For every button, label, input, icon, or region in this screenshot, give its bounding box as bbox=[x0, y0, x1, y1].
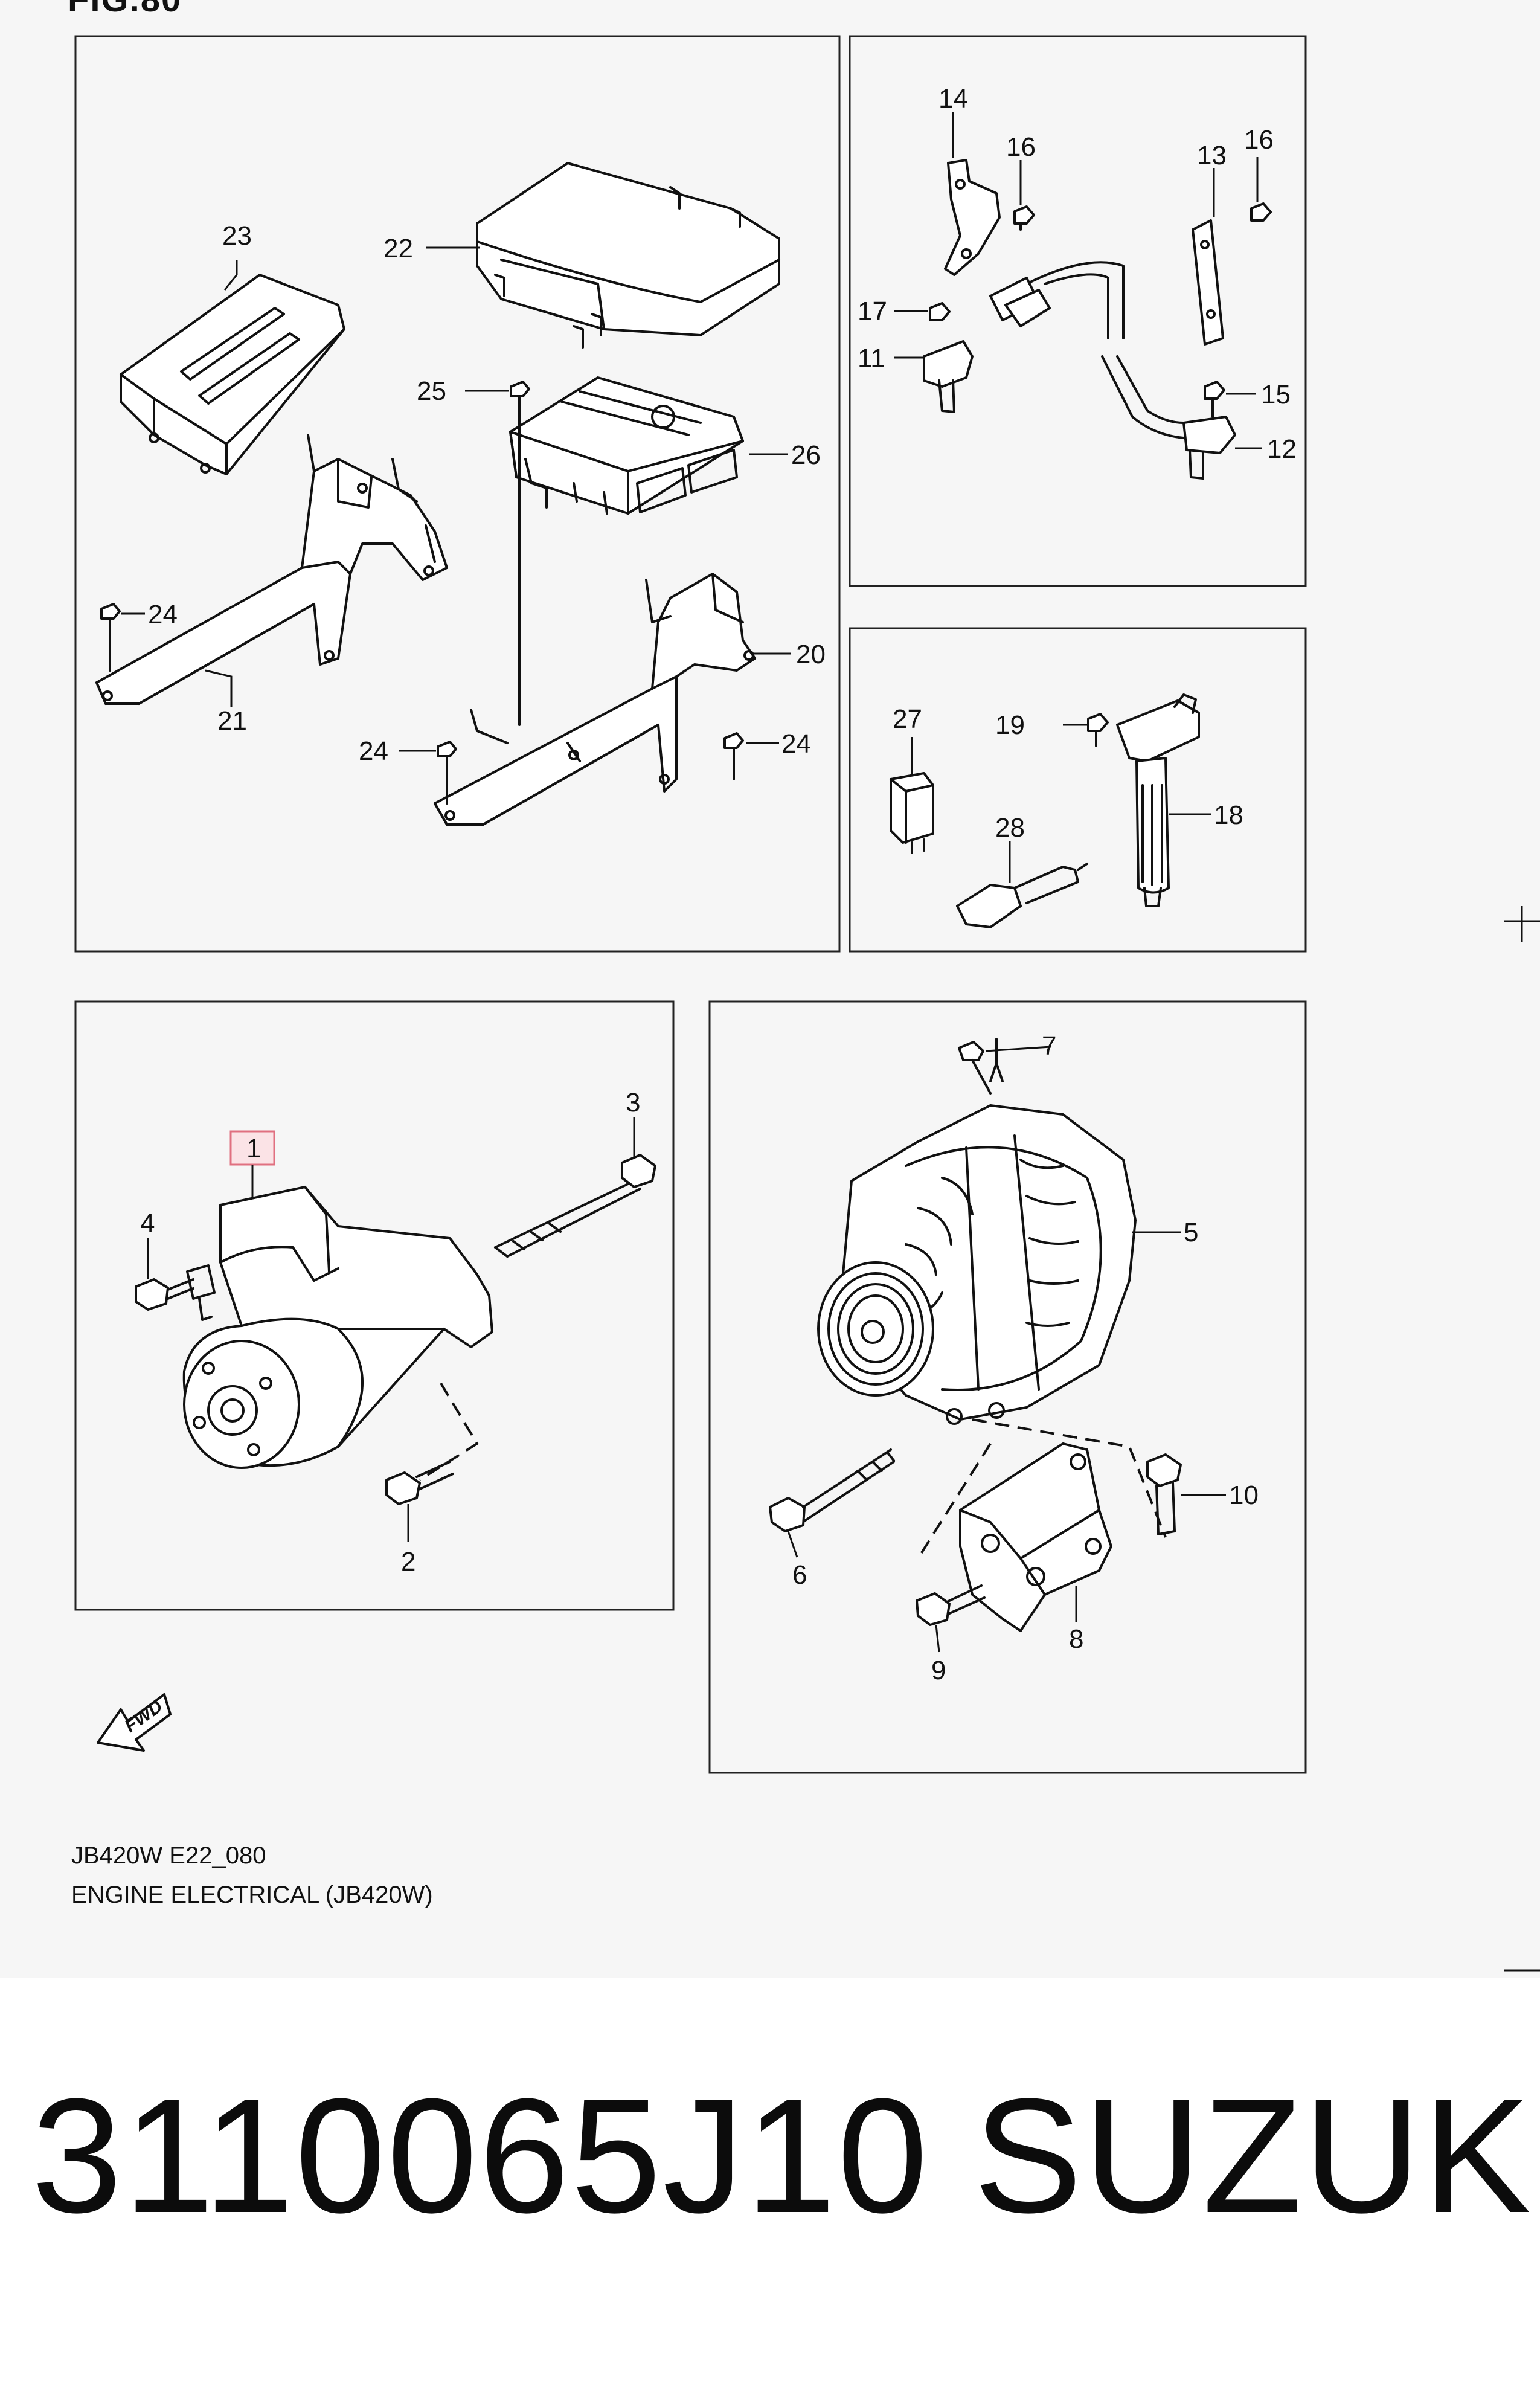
callout-6: 6 bbox=[792, 1560, 807, 1590]
bolt-25-drawing bbox=[510, 381, 530, 726]
callout-17: 17 bbox=[858, 297, 887, 326]
leader-9 bbox=[935, 1624, 940, 1653]
alternator-bracket-8-drawing bbox=[959, 1442, 1112, 1632]
relay-27-drawing bbox=[890, 772, 934, 854]
leader-23 bbox=[223, 260, 238, 291]
panel-sensors bbox=[849, 35, 1307, 587]
caption-band bbox=[0, 1978, 1540, 2392]
bracket-21-drawing bbox=[95, 434, 448, 705]
ignition-coil-18-drawing bbox=[1116, 693, 1200, 907]
edge-marks bbox=[1504, 906, 1540, 1972]
bolt-24-mid-drawing bbox=[437, 741, 457, 805]
leader-6 bbox=[787, 1531, 798, 1558]
callout-16a: 16 bbox=[1006, 132, 1036, 162]
callout-15: 15 bbox=[1261, 380, 1291, 410]
callout-4: 4 bbox=[140, 1209, 155, 1238]
starter-motor-drawing bbox=[182, 1186, 493, 1469]
connector-28-drawing bbox=[956, 863, 1088, 928]
callout-8: 8 bbox=[1069, 1624, 1083, 1654]
alternator-bolt-9-drawing bbox=[916, 1584, 986, 1626]
callout-14: 14 bbox=[938, 84, 968, 114]
bracket-20-drawing bbox=[434, 573, 756, 826]
bolt-19-drawing bbox=[1087, 713, 1109, 747]
alternator-bolt-10-drawing bbox=[1146, 1453, 1182, 1535]
bolt-24-right-drawing bbox=[723, 732, 744, 780]
callout-20: 20 bbox=[796, 640, 826, 669]
alternator-dashed-path-upper bbox=[972, 1418, 1167, 1538]
callout-3: 3 bbox=[626, 1088, 640, 1117]
callout-5: 5 bbox=[1184, 1218, 1198, 1247]
callout-10: 10 bbox=[1229, 1481, 1259, 1510]
callout-18: 18 bbox=[1214, 800, 1243, 830]
callout-24c: 24 bbox=[781, 729, 811, 759]
starter-bolt-3-drawing bbox=[494, 1154, 656, 1258]
parts-diagram: FWD 23 22 25 bbox=[74, 35, 1540, 1972]
forward-arrow-icon: FWD bbox=[97, 1693, 172, 1752]
callout-24b: 24 bbox=[359, 736, 388, 766]
callout-28: 28 bbox=[995, 813, 1025, 843]
callout-23: 23 bbox=[222, 221, 252, 251]
alternator-bolt-7-drawing bbox=[958, 1041, 992, 1095]
callout-19: 19 bbox=[995, 710, 1025, 740]
callout-2: 2 bbox=[401, 1547, 415, 1577]
brand-name: SUZUKI bbox=[974, 2065, 1540, 2247]
heat-shield-drawing bbox=[120, 274, 345, 475]
document-code: JB420W E22_080 bbox=[71, 1842, 266, 1869]
sensor-bracket-14-drawing bbox=[944, 159, 1001, 276]
sensor-harness-drawing bbox=[989, 261, 1185, 439]
starter-bolt-2-drawing bbox=[385, 1461, 454, 1505]
callout-12: 12 bbox=[1267, 434, 1297, 464]
sensor-12-drawing bbox=[1182, 416, 1236, 480]
bolt-17-drawing bbox=[929, 302, 951, 321]
leader-21 bbox=[205, 669, 233, 707]
panel-ignition bbox=[849, 627, 1307, 953]
document-title: ENGINE ELECTRICAL (JB420W) bbox=[71, 1882, 433, 1908]
callout-11: 11 bbox=[858, 344, 885, 373]
callout-1: 1 bbox=[246, 1134, 261, 1163]
bolt-24-left-drawing bbox=[100, 603, 121, 672]
callout-7: 7 bbox=[1042, 1031, 1056, 1061]
ecm-unit-drawing bbox=[509, 376, 744, 515]
bolt-16-left-drawing bbox=[1013, 205, 1035, 231]
panel-starter bbox=[74, 1000, 675, 1611]
diagram-sheet: FIG.80 bbox=[68, 0, 1540, 1972]
bolt-16-right-drawing bbox=[1250, 202, 1272, 222]
alternator-bolt-6-drawing bbox=[769, 1448, 895, 1532]
part-number: 3110065J10 bbox=[31, 2065, 929, 2247]
ecm-cover-drawing bbox=[476, 162, 780, 349]
callout-27: 27 bbox=[893, 704, 922, 734]
sensor-bracket-13-drawing bbox=[1192, 219, 1224, 346]
panel-alternator bbox=[708, 1000, 1307, 1774]
callout-13: 13 bbox=[1197, 141, 1227, 170]
callout-16b: 16 bbox=[1244, 125, 1274, 155]
leader-7 bbox=[985, 1046, 1051, 1052]
callout-21: 21 bbox=[217, 706, 247, 736]
callout-9: 9 bbox=[931, 1656, 946, 1685]
callout-22: 22 bbox=[383, 234, 413, 263]
bolt-15-drawing bbox=[1204, 381, 1225, 418]
starter-nut-4-drawing bbox=[135, 1278, 194, 1311]
panel-ecm-brackets bbox=[74, 35, 841, 953]
callout-25: 25 bbox=[417, 376, 446, 406]
alternator-drawing bbox=[817, 1038, 1137, 1425]
figure-caption: FIG.80 bbox=[68, 0, 182, 20]
starter-dashed-path bbox=[419, 1382, 479, 1481]
callout-24a: 24 bbox=[148, 600, 178, 629]
sensor-11-drawing bbox=[923, 340, 974, 413]
callout-26: 26 bbox=[791, 440, 821, 470]
